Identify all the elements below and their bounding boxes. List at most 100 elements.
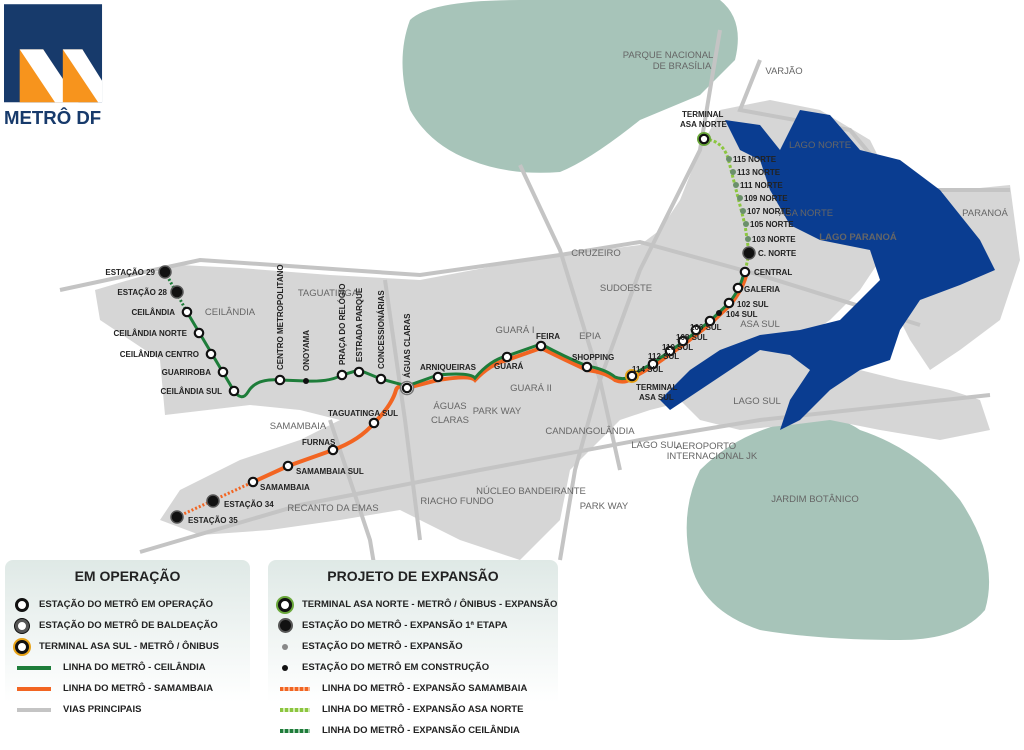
station-label: 106 SUL xyxy=(690,323,722,332)
station-icon xyxy=(228,385,240,397)
station-label: 105 NORTE xyxy=(750,220,794,229)
station-icon xyxy=(368,417,380,429)
bus-terminal-asa-norte-icon xyxy=(698,133,710,145)
station-icon xyxy=(282,460,294,472)
line-swatch-exp-ceilandia xyxy=(280,728,310,733)
station-label: 108 SUL xyxy=(676,333,708,342)
area-label: PARK WAY xyxy=(580,501,629,512)
line-swatch-samambaia xyxy=(17,686,51,691)
station-label: CEILÂNDIA NORTE xyxy=(114,329,188,338)
station-icon xyxy=(205,348,217,360)
station-icon xyxy=(690,324,702,336)
station-expansion-dot-icon xyxy=(726,156,732,162)
area-label: CANDANGOLÂNDIA xyxy=(545,426,635,437)
station-label: GUARIROBA xyxy=(162,368,212,377)
area-label: SAMAMBAIA xyxy=(270,421,327,432)
area-label: CLARAS xyxy=(431,415,469,426)
area-label: VARJÃO xyxy=(765,66,802,77)
line-swatch-exp-asa-norte xyxy=(280,707,310,712)
station-label: 110 SUL xyxy=(662,343,693,352)
bus-terminal-icon xyxy=(15,639,29,654)
station-expansion-dot-icon xyxy=(740,208,746,214)
area-label: CRUZEIRO xyxy=(571,248,621,259)
station-label: 113 NORTE xyxy=(737,168,781,177)
station-label: CEILÂNDIA CENTRO xyxy=(120,350,199,359)
area-label: NÚCLEO BANDEIRANTE xyxy=(476,486,586,497)
station-label: 112 SUL xyxy=(648,352,679,361)
station-label: 109 NORTE xyxy=(744,194,788,203)
station-icon xyxy=(247,476,259,488)
station-expansion-icon xyxy=(206,494,220,508)
station-label: 103 NORTE xyxy=(752,235,796,244)
svg-text:METRÔ DF: METRÔ DF xyxy=(4,107,101,128)
jardim-botanico xyxy=(686,416,990,640)
area-label: EPIA xyxy=(579,331,601,342)
station-expansion-dot-icon xyxy=(733,182,739,188)
station-icon xyxy=(677,335,689,347)
area-label: RIACHO FUNDO xyxy=(420,496,493,507)
station-label: SHOPPING xyxy=(572,353,614,362)
station-label: 104 SUL xyxy=(726,310,758,319)
station-icon xyxy=(353,366,365,378)
expansion-stage1-station-icon xyxy=(279,620,291,631)
area-label: JARDIM BOTÂNICO xyxy=(771,494,859,505)
asa-norte-terminal-icon xyxy=(278,597,292,612)
station-construction-icon xyxy=(303,378,309,384)
legend-operation: EM OPERAÇÃO ESTAÇÃO DO METRÔ EM OPERAÇÃO… xyxy=(5,560,250,750)
legend-expansion-title: PROJETO DE EXPANSÃO xyxy=(327,568,499,584)
station-icon xyxy=(535,340,547,352)
station-label: 114 SUL xyxy=(632,365,663,374)
station-label: ESTAÇÃO 29 xyxy=(105,268,155,277)
station-label: PRAÇA DO RELÓGIO xyxy=(338,284,347,365)
area-label: LAGO NORTE xyxy=(789,140,851,151)
legend-operation-title: EM OPERAÇÃO xyxy=(74,568,181,584)
area-label: PARK WAY xyxy=(473,406,522,417)
station-icon xyxy=(217,366,229,378)
station-label: ARNIQUEIRAS xyxy=(420,363,477,372)
line-swatch-ceilandia xyxy=(17,665,51,670)
station-icon xyxy=(336,369,348,381)
area-label: SUDOESTE xyxy=(600,283,652,294)
station-label: ÁGUAS CLARAS xyxy=(403,313,412,378)
station-expansion-dot-icon xyxy=(743,221,749,227)
station-construction-icon xyxy=(716,310,722,316)
metro-stations: ESTAÇÃO 29 ESTAÇÃO 28 CEILÂNDIA CEILÂNDIA N… xyxy=(105,110,797,525)
line-swatch-roads xyxy=(17,707,51,712)
area-label: CEILÂNDIA xyxy=(205,307,256,318)
line-swatch-exp-samambaia xyxy=(280,686,310,691)
station-icon xyxy=(375,373,387,385)
station-icon xyxy=(327,444,339,456)
station-label: ESTAÇÃO 28 xyxy=(117,288,167,297)
station-expansion-dot-icon xyxy=(730,169,736,175)
station-label: CONCESSIONÁRIAS xyxy=(377,290,386,369)
station-label: 107 NORTE xyxy=(747,207,791,216)
area-label: AEROPORTO xyxy=(676,441,736,452)
station-label: CENTRAL xyxy=(754,268,792,277)
station-icon xyxy=(739,266,751,278)
bus-terminal-asa-sul-icon xyxy=(626,370,638,382)
station-icon xyxy=(581,361,593,373)
station-icon xyxy=(704,315,716,327)
metro-df-logo: METRÔ DF xyxy=(4,4,103,128)
station-expansion-icon xyxy=(158,265,172,279)
station-icon xyxy=(647,358,659,370)
station-expansion-icon xyxy=(170,510,184,524)
area-label: PARQUE NACIONAL xyxy=(623,50,714,61)
area-label: INTERNACIONAL JK xyxy=(667,451,758,462)
station-icon xyxy=(732,282,744,294)
station-label: CEILÂNDIA xyxy=(131,308,175,317)
parque-nacional xyxy=(402,0,738,173)
area-label: RECANTO DA EMAS xyxy=(287,503,378,514)
station-label: ASA NORTE xyxy=(680,120,727,129)
station-c-norte-icon xyxy=(742,246,756,260)
station-expansion-icon xyxy=(170,285,184,299)
station-icon xyxy=(432,371,444,383)
station-label: C. NORTE xyxy=(758,249,797,258)
station-label: GALERIA xyxy=(744,285,780,294)
area-label: LAGO PARANOÁ xyxy=(819,232,897,243)
station-expansion-dot-icon xyxy=(737,195,743,201)
area-label: ÁGUAS xyxy=(433,401,466,412)
station-label: CENTRO METROPOLITANO xyxy=(276,264,285,370)
station-label: ESTRADA PARQUE xyxy=(355,287,364,362)
